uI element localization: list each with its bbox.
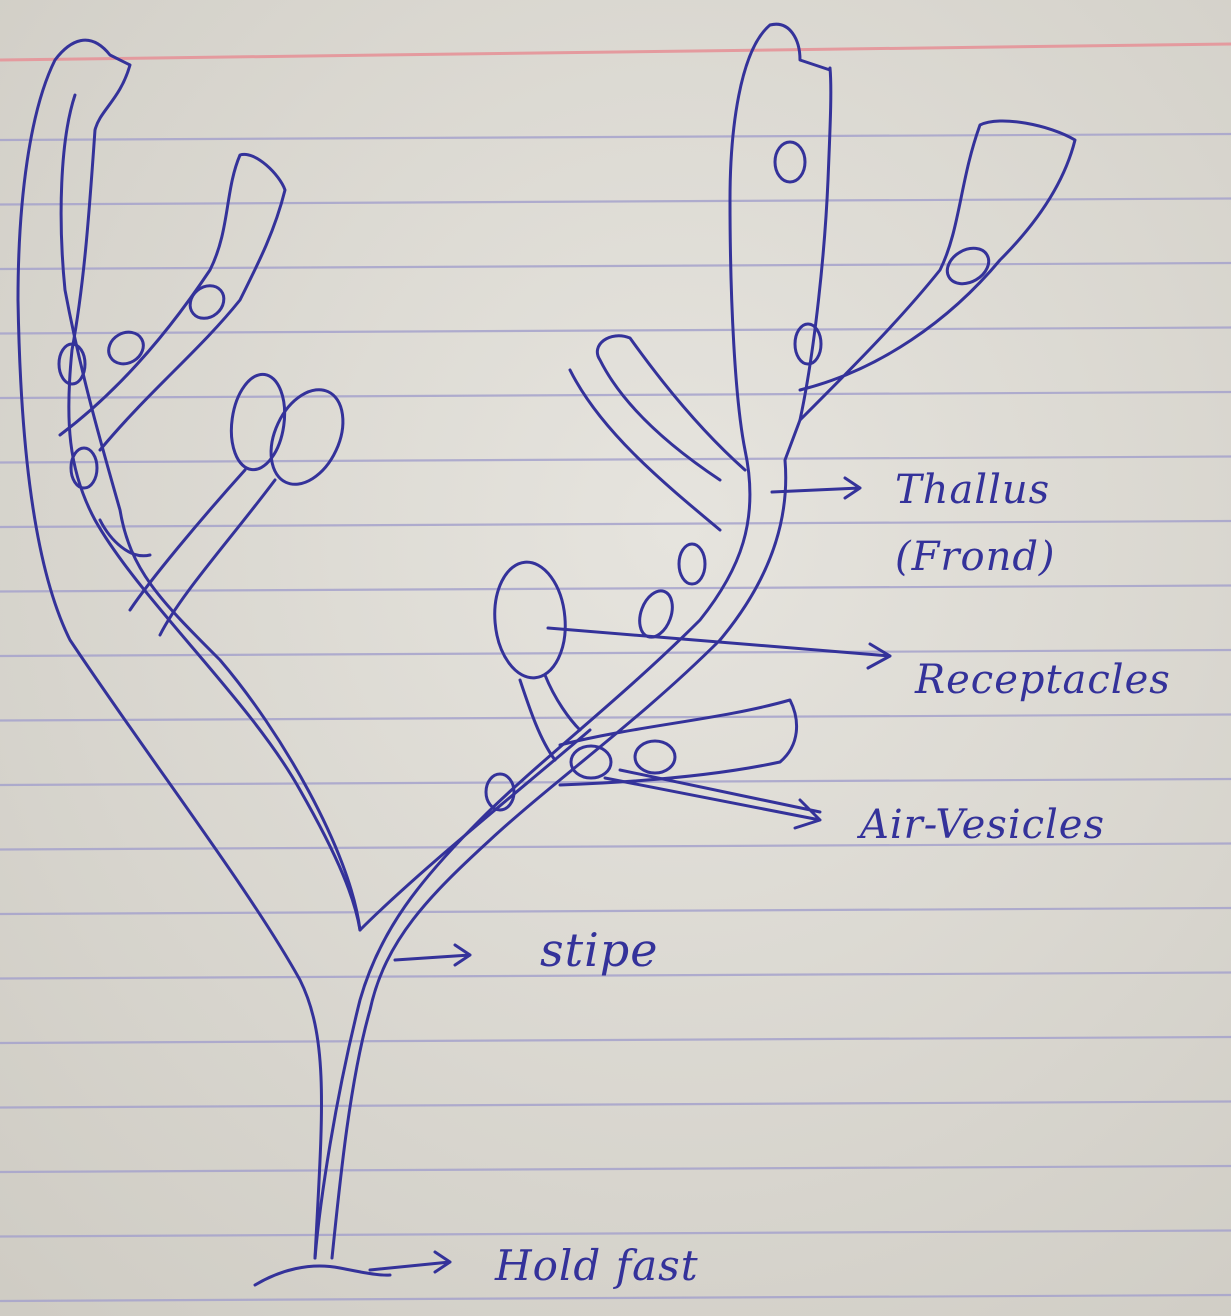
label-air-vesicles: Air-Vesicles: [860, 805, 1105, 845]
label-frond: (Frond): [895, 537, 1056, 577]
label-stipe: stipe: [540, 927, 658, 973]
label-receptacles: Receptacles: [915, 660, 1171, 700]
label-holdfast: Hold fast: [495, 1245, 699, 1287]
label-thallus: Thallus: [895, 470, 1050, 510]
